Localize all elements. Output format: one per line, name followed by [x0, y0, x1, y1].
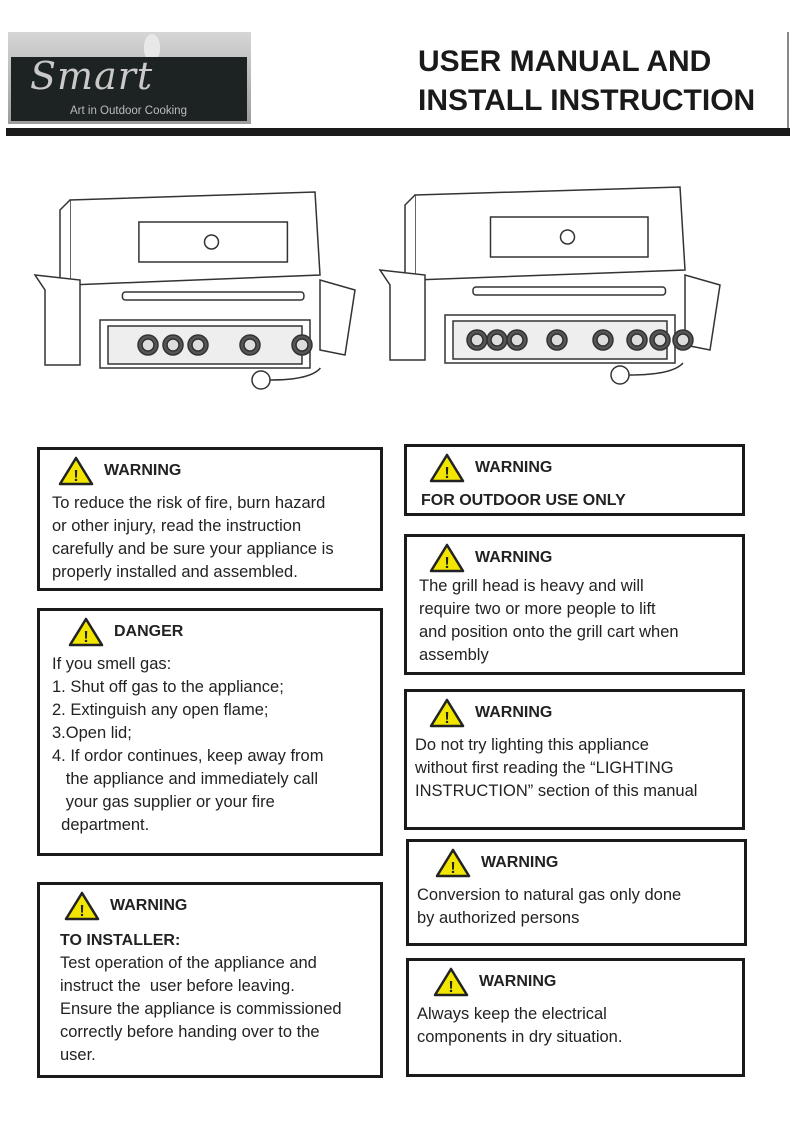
box-heading: ! DANGER [68, 617, 376, 647]
warning-box: ! DANGER If you smell gas: 1. Shut off gas … [37, 608, 383, 856]
box-text-line: If you smell gas: [52, 655, 172, 673]
box-heading: ! WARNING [64, 891, 376, 921]
svg-text:!: ! [444, 465, 449, 482]
box-text-line: the appliance and immediately call [52, 770, 318, 788]
header-rule [6, 128, 790, 136]
gas-regulator [251, 370, 271, 390]
box-subheading: TO INSTALLER: [60, 932, 181, 949]
title-line-2: INSTALL INSTRUCTION [418, 84, 756, 117]
heading-label: WARNING [110, 897, 188, 914]
warning-triangle-icon: ! [429, 453, 465, 483]
warning-triangle-icon: ! [435, 848, 471, 878]
warning-triangle-icon: ! [58, 456, 94, 486]
heading-label: WARNING [475, 704, 553, 721]
box-text-line: INSTRUCTION” section of this manual [415, 782, 698, 800]
svg-text:!: ! [448, 979, 453, 996]
box-heading: ! WARNING [429, 543, 738, 573]
warning-box: ! WARNING Do not try lighting this applian… [404, 689, 745, 830]
side-shelf-left [33, 274, 81, 366]
warning-triangle-icon: ! [429, 698, 465, 728]
box-text-line: components in dry situation. [417, 1028, 623, 1046]
heading-label: WARNING [475, 459, 553, 476]
box-text-line: and position onto the grill cart when [419, 623, 679, 641]
box-text-line: 1. Shut off gas to the appliance; [52, 678, 284, 696]
box-text-line: without first reading the “LIGHTING [415, 759, 674, 777]
heading-label: DANGER [114, 623, 184, 640]
title-line-1: USER MANUAL AND [418, 45, 712, 78]
side-shelf-right [319, 279, 356, 356]
box-text-line: user. [60, 1046, 96, 1064]
box-heading: ! WARNING [433, 967, 738, 997]
logo-tagline: Art in Outdoor Cooking [70, 105, 187, 117]
svg-text:!: ! [83, 629, 88, 646]
box-text-line: The grill head is heavy and will [419, 577, 644, 595]
box-text-line: 2. Extinguish any open flame; [52, 701, 269, 719]
box-text-line: department. [52, 816, 150, 834]
grill-illustration-4-burner [33, 191, 356, 390]
box-text-line: To reduce the risk of fire, burn hazard [52, 494, 326, 512]
heading-label: WARNING [104, 462, 182, 479]
page-title: USER MANUAL AND INSTALL INSTRUCTION [418, 42, 755, 120]
warning-box: ! WARNING Conversion to natural gas only d… [406, 839, 747, 946]
box-text-line: by authorized persons [417, 909, 580, 927]
box-text-line: instruct the user before leaving. [60, 977, 295, 995]
box-heading: ! WARNING [435, 848, 740, 878]
flame-icon [144, 34, 160, 60]
box-text-line: Ensure the appliance is commissioned [60, 1000, 342, 1018]
hood-handle [472, 286, 667, 296]
warning-box: ! WARNING The grill head is heavy and will… [404, 534, 745, 675]
svg-text:!: ! [79, 903, 84, 920]
box-heading: ! WARNING [58, 456, 376, 486]
warning-triangle-icon: ! [429, 543, 465, 573]
svg-text:!: ! [450, 860, 455, 877]
header-divider [787, 32, 789, 128]
heading-label: WARNING [479, 973, 557, 990]
warning-triangle-icon: ! [64, 891, 100, 921]
smart-logo: Smart Art in Outdoor Cooking [8, 32, 251, 124]
box-text-line: Always keep the electrical [417, 1005, 607, 1023]
box-text-line: Conversion to natural gas only done [417, 886, 682, 904]
box-text-line: Do not try lighting this appliance [415, 736, 649, 754]
warning-box: ! WARNING To reduce the risk of fire, burn… [37, 447, 383, 591]
warning-box: ! WARNING FOR OUTDOOR USE ONLY [404, 444, 745, 516]
svg-text:!: ! [444, 710, 449, 727]
heading-label: WARNING [475, 549, 553, 566]
svg-text:!: ! [444, 555, 449, 572]
box-text-line: 4. If ordor continues, keep away from [52, 747, 324, 765]
box-text-line: correctly before handing over to the [60, 1023, 320, 1041]
warning-triangle-icon: ! [68, 617, 104, 647]
grill-illustration-6-burner [378, 186, 721, 385]
gas-regulator [610, 365, 630, 385]
box-heading: ! WARNING [429, 453, 738, 483]
warning-box: ! WARNING TO INSTALLER: Test operation of t… [37, 882, 383, 1078]
side-shelf-left [378, 269, 426, 361]
gas-hose [628, 362, 684, 376]
box-text-line: carefully and be sure your appliance is [52, 540, 334, 558]
box-heading: ! WARNING [429, 698, 738, 728]
gas-hose [269, 367, 321, 381]
box-text-line: assembly [419, 646, 489, 664]
hood-handle [121, 291, 305, 301]
warning-box: ! WARNING Always keep the electrical compon… [406, 958, 745, 1077]
heading-label: WARNING [481, 854, 559, 871]
box-text-line: require two or more people to lift [419, 600, 656, 618]
warning-triangle-icon: ! [433, 967, 469, 997]
box-text-line: or other injury, read the instruction [52, 517, 302, 535]
thermometer [203, 234, 220, 250]
thermometer [559, 229, 576, 245]
box-text-line: properly installed and assembled. [52, 563, 298, 581]
logo-text: Smart [30, 54, 154, 98]
box-subheading: FOR OUTDOOR USE ONLY [421, 492, 626, 509]
box-text-line: 3.Open lid; [52, 724, 132, 742]
box-text-line: your gas supplier or your fire [52, 793, 275, 811]
svg-text:!: ! [73, 468, 78, 485]
box-text-line: Test operation of the appliance and [60, 954, 317, 972]
